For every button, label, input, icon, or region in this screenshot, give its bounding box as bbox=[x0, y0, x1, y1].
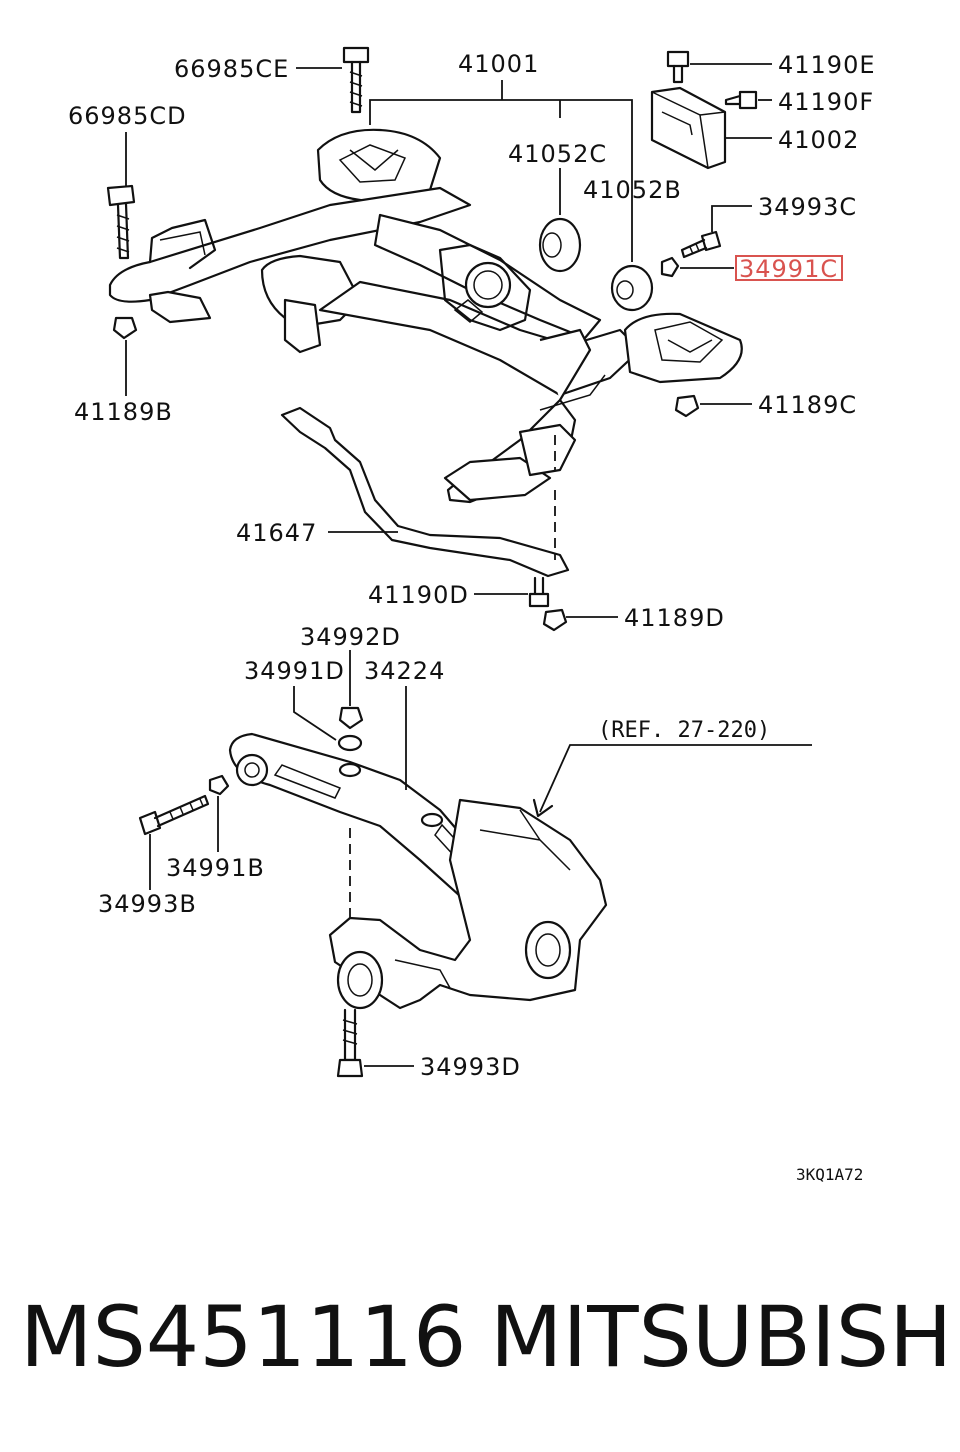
bushing-41052c-drawing bbox=[538, 217, 582, 273]
label-66985ce: 66985CE bbox=[174, 55, 289, 83]
label-41189d: 41189D bbox=[624, 604, 725, 632]
label-41189b: 41189B bbox=[74, 398, 173, 426]
label-41190f: 41190F bbox=[778, 88, 874, 116]
nut-41189b-drawing bbox=[112, 316, 138, 340]
label-34224: 34224 bbox=[364, 657, 445, 685]
bolt-41190f-drawing bbox=[724, 90, 758, 110]
bolt-34993d-drawing bbox=[336, 1008, 364, 1078]
brand-name: MITSUBISHI bbox=[490, 1288, 960, 1386]
label-41001: 41001 bbox=[458, 50, 539, 78]
drawing-code: 3KQ1A72 bbox=[796, 1165, 863, 1184]
highlighted-part-34991c[interactable]: 34991C bbox=[735, 255, 843, 283]
washer-34991d-drawing bbox=[337, 734, 363, 752]
footer-caption: MS451116 MITSUBISHI bbox=[20, 1288, 960, 1408]
label-34993c: 34993C bbox=[758, 193, 857, 221]
bushing-41052b-drawing bbox=[610, 264, 654, 312]
stabilizer-bar-drawing bbox=[280, 406, 570, 578]
bolt-41190e-drawing bbox=[666, 50, 690, 84]
label-41189c: 41189C bbox=[758, 391, 857, 419]
label-34991b: 34991B bbox=[166, 854, 265, 882]
label-34991c: 34991C bbox=[739, 255, 838, 283]
leader-lines bbox=[125, 63, 812, 1067]
label-41190e: 41190E bbox=[778, 51, 876, 79]
bolt-34993c-drawing bbox=[680, 230, 722, 259]
label-41052b: 41052B bbox=[583, 176, 682, 204]
label-66985cd: 66985CD bbox=[68, 102, 187, 130]
nut-34991c-drawing bbox=[660, 256, 680, 278]
label-41190d: 41190D bbox=[368, 581, 469, 609]
bolt-41190d-drawing bbox=[528, 576, 550, 608]
nut-41189c-drawing bbox=[674, 394, 700, 418]
label-34993d: 34993D bbox=[420, 1053, 521, 1081]
label-41647: 41647 bbox=[236, 519, 317, 547]
nut-41189d-drawing bbox=[542, 608, 568, 632]
crossmember-drawing bbox=[108, 128, 743, 504]
label-34991d: 34991D bbox=[244, 657, 345, 685]
nut-34991b-drawing bbox=[208, 774, 230, 796]
label-34993b: 34993B bbox=[98, 890, 197, 918]
label-34992d: 34992D bbox=[300, 623, 401, 651]
bolt-34993b-drawing bbox=[138, 794, 210, 836]
label-41002: 41002 bbox=[778, 126, 859, 154]
bolt-66985cd-drawing bbox=[106, 184, 136, 260]
label-41052c: 41052C bbox=[508, 140, 607, 168]
diff-mount-bracket-drawing bbox=[650, 86, 727, 170]
bolt-66985ce-drawing bbox=[342, 46, 370, 114]
differential-drawing bbox=[328, 798, 608, 1010]
nut-34992d-drawing bbox=[338, 706, 364, 730]
part-number: MS451116 bbox=[20, 1288, 467, 1386]
label-ref-27-220: (REF. 27-220) bbox=[598, 718, 770, 743]
